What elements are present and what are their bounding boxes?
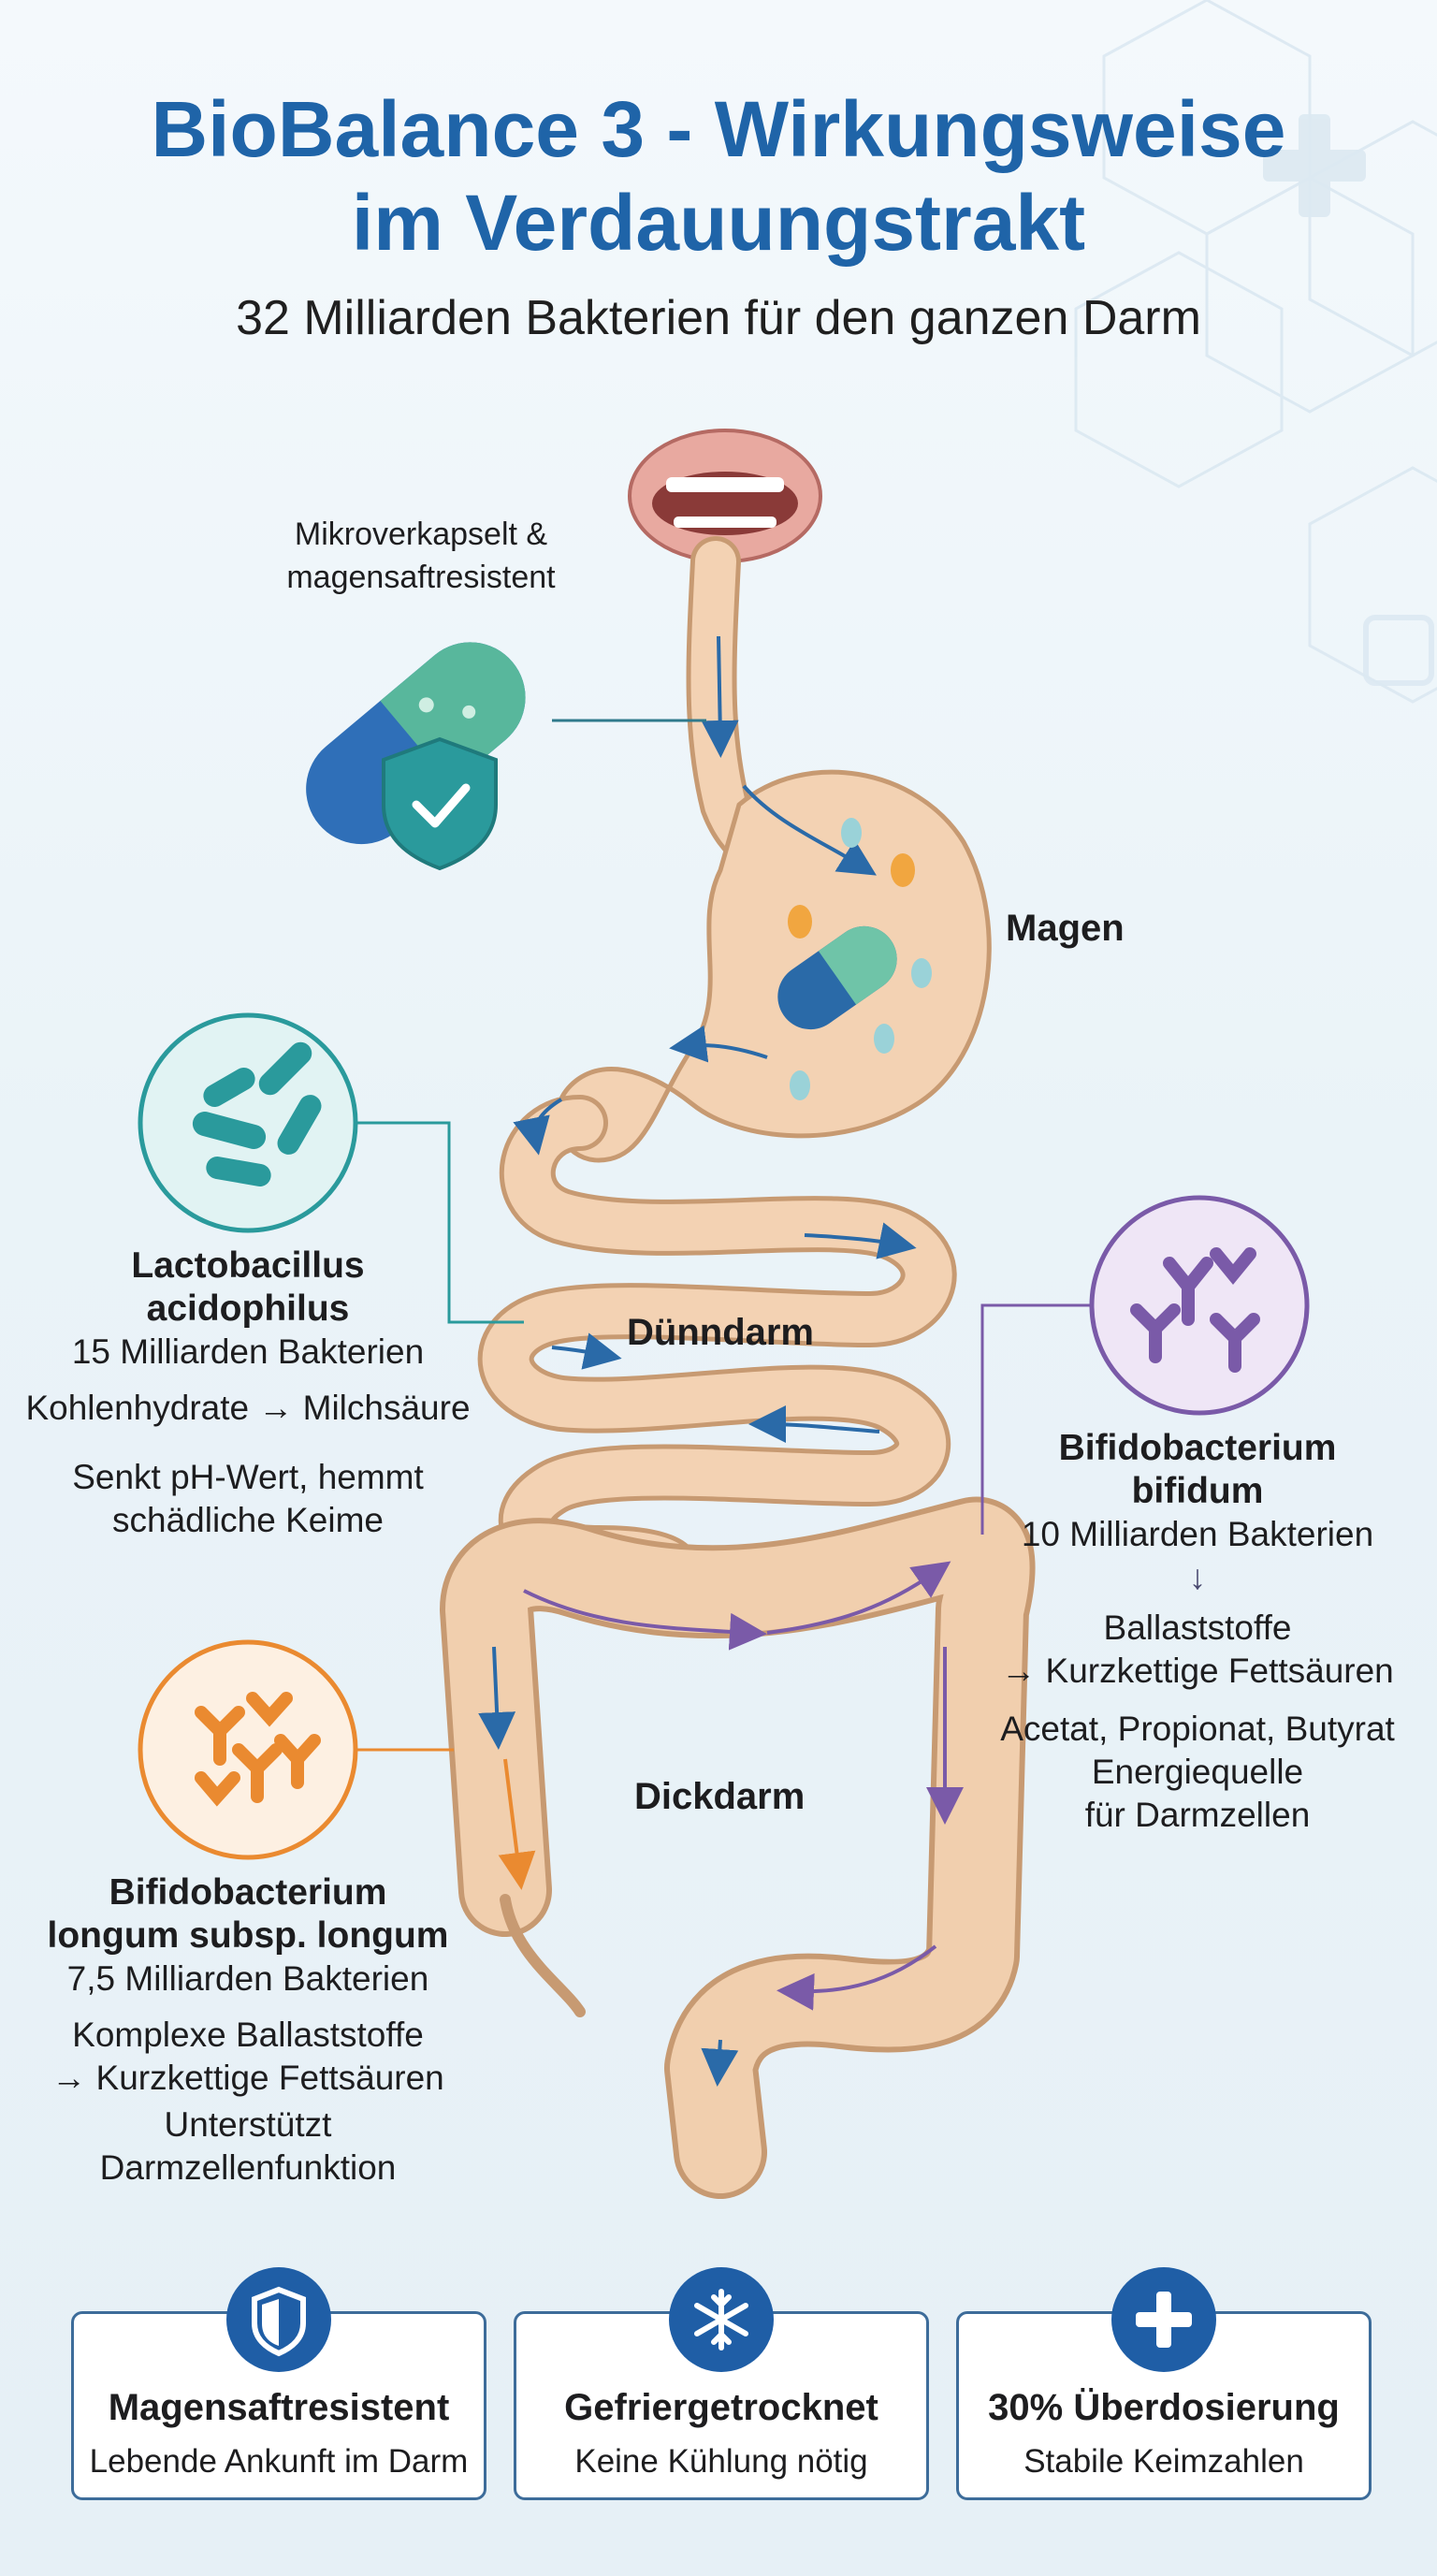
longum-count: 7,5 Milliarden Bakterien [66,1959,429,1998]
bifidum-effect-line-2: Energiequelle [1091,1753,1304,1791]
bifidum-count: 10 Milliarden Bakterien [1021,1515,1374,1553]
large-intestine [440,1496,1036,2199]
lactobacillus-name-line-1: Lactobacillus [131,1245,365,1286]
lactobacillus-icon [138,1012,358,1233]
bifidum-process-line-2: → Kurzkettige Fettsäuren [1001,1652,1394,1690]
stomach [555,769,992,1163]
feature-icon-badge [226,2267,331,2372]
lactobacillus-info: Lactobacillus acidophilus 15 Milliarden … [14,1244,482,1542]
bifidum-effect-line-3: für Darmzellen [1084,1796,1311,1834]
longum-icon [138,1639,358,1860]
bifidum-icon [1089,1195,1310,1416]
down-arrow-icon: ↓ [1188,1558,1207,1596]
longum-effect-line-2: Darmzellenfunktion [99,2148,397,2187]
longum-process-line-1: Komplexe Ballaststoffe [72,2016,424,2054]
title-line-2: im Verdauungstrakt [351,179,1086,267]
small-intestine-label: Dünndarm [627,1312,814,1353]
bifidum-process-line-1: Ballaststoffe [1103,1608,1292,1647]
longum-effect-line-1: Unterstützt [164,2105,332,2144]
stomach-label: Magen [1006,908,1125,949]
stomach-capsule-icon [777,925,897,1030]
lactobacillus-effect-line-1: Senkt pH-Wert, hemmt [72,1458,424,1496]
lactobacillus-count: 15 Milliarden Bakterien [71,1332,425,1371]
bifidum-name-line-2: bifidum [1131,1471,1264,1511]
capsule-note-line-2: magensaftresistent [286,560,556,595]
feature-subtitle: Lebende Ankunft im Darm [89,2443,469,2480]
feature-title: Magensaftresistent [108,2387,450,2428]
bifidum-name-line-1: Bifidobacterium [1058,1428,1337,1468]
lactobacillus-name-line-2: acidophilus [146,1288,350,1329]
snowflake-icon [694,2289,748,2350]
page-title: BioBalance 3 - Wirkungsweise im Verdauun… [0,82,1437,269]
feature-title: 30% Überdosierung [988,2387,1340,2428]
feature-subtitle: Stabile Keimzahlen [1023,2443,1304,2480]
page-subtitle: 32 Milliarden Bakterien für den ganzen D… [236,291,1201,345]
plus-icon [1136,2292,1192,2348]
large-intestine-label: Dickdarm [634,1776,806,1817]
feature-icon-badge [669,2267,774,2372]
feature-title: Gefriergetrocknet [564,2387,878,2428]
feature-subtitle: Keine Kühlung nötig [574,2443,868,2480]
feature-card-gefriergetrocknet: Gefriergetrocknet Keine Kühlung nötig [514,2267,929,2500]
capsule-note: Mikroverkapselt & magensaftresistent [234,513,608,599]
shield-check-icon [382,736,498,871]
longum-info: Bifidobacterium longum subsp. longum 7,5… [28,1871,468,2190]
lactobacillus-process: Kohlenhydrate → Milchsäure [25,1389,471,1427]
title-line-1: BioBalance 3 - Wirkungsweise [151,85,1286,173]
longum-name-line-2: longum subsp. longum [47,1915,449,1956]
bifidum-effect-line-1: Acetat, Propionat, Butyrat [1000,1710,1395,1748]
feature-icon-badge [1111,2267,1216,2372]
feature-card-magensaftresistent: Magensaftresistent Lebende Ankunft im Da… [71,2267,486,2500]
capsule-note-line-1: Mikroverkapselt & [294,517,548,552]
small-intestine [477,1095,957,1619]
lactobacillus-effect-line-2: schädliche Keime [112,1501,384,1539]
longum-process-line-2: → Kurzkettige Fettsäuren [51,2059,444,2097]
mouth-icon [628,429,822,563]
feature-card-ueberdosierung: 30% Überdosierung Stabile Keimzahlen [956,2267,1372,2500]
longum-name-line-1: Bifidobacterium [109,1872,387,1913]
shield-icon [252,2286,306,2357]
bifidum-info: Bifidobacterium bifidum 10 Milliarden Ba… [992,1427,1403,1837]
